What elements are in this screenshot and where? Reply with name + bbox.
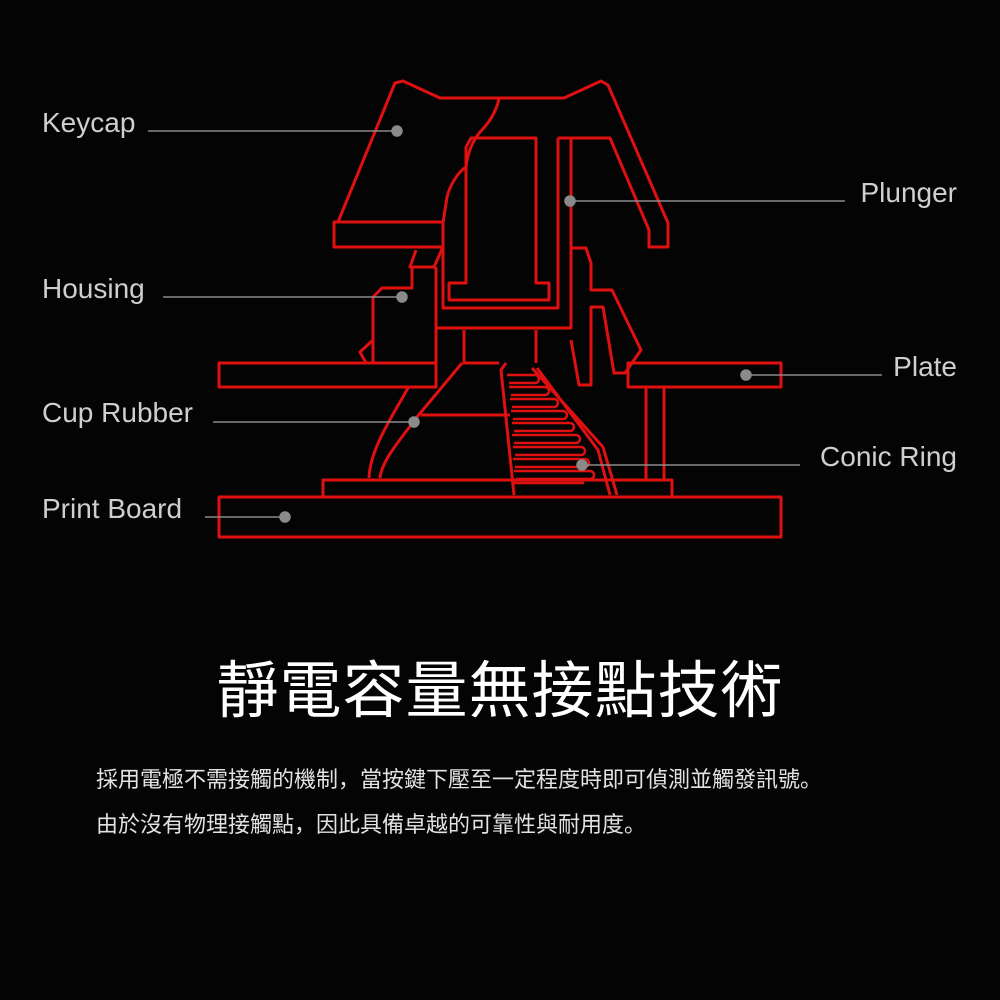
keycap-shape (336, 79, 670, 249)
housing-right (569, 246, 643, 387)
label-plate: Plate (893, 351, 957, 382)
housing-left (358, 246, 445, 387)
base-plate (321, 478, 674, 499)
plunger-outer (441, 138, 560, 310)
keycap-ledge (332, 220, 445, 249)
label-housing: Housing (42, 273, 145, 304)
keycap-inner-curve (441, 98, 501, 224)
plate-left (217, 361, 438, 389)
plunger-shape (447, 136, 551, 302)
label-keycap: Keycap (42, 107, 136, 138)
page-title: 靜電容量無接點技術 (216, 654, 784, 727)
description-line-1: 採用電極不需接觸的機制，當按鍵下壓至一定程度時即可偵測並觸發訊號。 (96, 768, 823, 793)
label-print-board: Print Board (42, 493, 183, 524)
label-conic-ring: Conic Ring (820, 441, 957, 472)
label-plunger: Plunger (860, 177, 957, 208)
label-cup-rubber: Cup Rubber (42, 397, 193, 428)
description-line-2: 由於沒有物理接觸點，因此具備卓越的可靠性與耐用度。 (96, 813, 647, 838)
print-board (217, 495, 783, 539)
cup-rubber (367, 362, 510, 479)
